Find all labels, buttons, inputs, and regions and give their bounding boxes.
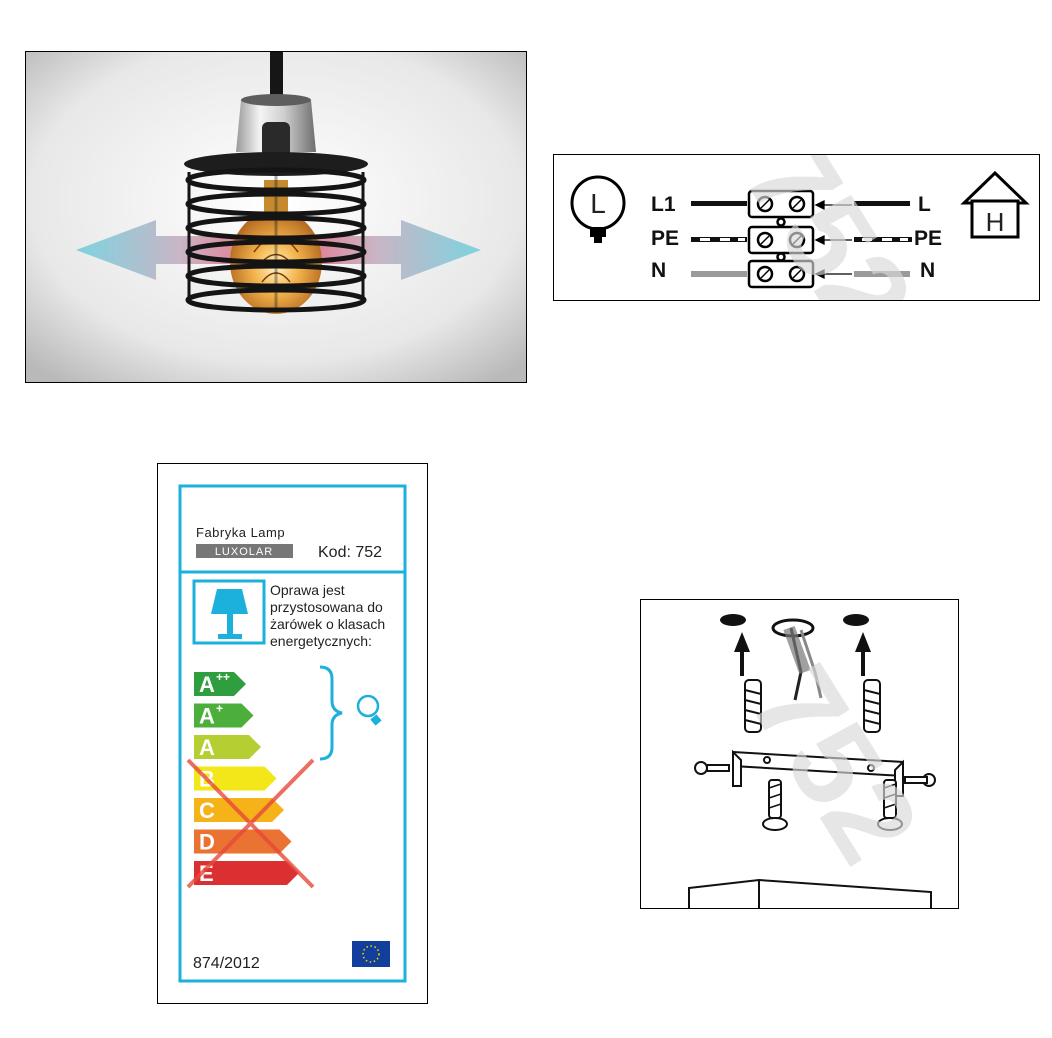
insert-arrow-icon xyxy=(734,632,871,676)
lamp-canopy-base xyxy=(688,878,932,908)
mounting-diagram: 752 xyxy=(640,599,959,909)
brand-name: LUXOLAR xyxy=(215,546,273,558)
wire-label-l-right: L xyxy=(918,193,931,216)
energy-class-6: D xyxy=(194,829,292,855)
energy-class-1: A++ xyxy=(194,670,246,697)
label-frame xyxy=(178,484,407,983)
airflow-right-arrow-icon xyxy=(291,220,481,280)
brand-badge xyxy=(196,544,293,558)
energy-class-letter: A xyxy=(199,704,215,729)
regulation-number: 874/2012 xyxy=(193,955,260,972)
energy-class-arrow xyxy=(194,861,299,885)
energy-class-scale: A++A+ABCDE xyxy=(194,670,299,886)
energy-class-letter: A xyxy=(199,735,215,760)
wire-label-l1: L1 xyxy=(651,193,676,216)
wire-label-n-right: N xyxy=(920,259,935,282)
energy-class-arrow xyxy=(194,829,292,854)
product-photo xyxy=(25,51,527,383)
eu-flag-icon xyxy=(352,941,390,967)
mounting-screw xyxy=(762,779,903,831)
wiring-diagram: L L1 PE N xyxy=(553,154,1040,301)
energy-class-3: A xyxy=(194,735,261,760)
lamp-terminal-icon: L xyxy=(570,175,626,243)
energy-class-arrow xyxy=(194,703,254,728)
energy-class-7: E xyxy=(194,861,299,886)
house-supply-icon xyxy=(960,170,1030,239)
pendant-lamp-illustration xyxy=(26,52,526,382)
energy-class-2: A+ xyxy=(194,702,254,729)
airflow-left-arrow-icon xyxy=(76,220,266,280)
wire-label-n-left: N xyxy=(651,259,666,282)
ceiling-hole-left xyxy=(720,614,746,626)
energy-class-letter: C xyxy=(199,798,215,823)
energy-class-superscript: + xyxy=(216,702,223,716)
light-bulb-icon xyxy=(356,694,382,726)
description-line-3: żarówek o klasach xyxy=(270,616,385,632)
table-lamp-icon xyxy=(192,579,266,645)
energy-class-superscript: ++ xyxy=(216,670,230,684)
wire-label-pe-left: PE xyxy=(651,227,679,250)
energy-label: Fabryka Lamp LUXOLAR Kod: 752 Oprawa jes… xyxy=(157,463,428,1004)
wire-label-pe-right: PE xyxy=(914,227,942,250)
earth-wire-left xyxy=(691,237,747,242)
description-line-4: energetycznych: xyxy=(270,633,372,649)
svg-text:L: L xyxy=(590,188,606,219)
side-screw xyxy=(694,761,936,787)
maker-name: Fabryka Lamp xyxy=(196,525,285,540)
allowed-classes-brace xyxy=(319,665,343,761)
energy-class-arrow xyxy=(194,735,261,759)
power-cord xyxy=(270,52,283,100)
disallowed-classes-cross xyxy=(186,758,315,889)
ceiling-hole-right xyxy=(843,614,869,626)
description-line-2: przystosowana do xyxy=(270,599,383,615)
energy-class-letter: D xyxy=(199,830,215,855)
description-line-1: Oprawa jest xyxy=(270,582,345,598)
earth-wire-right xyxy=(854,237,912,242)
energy-class-letter: A xyxy=(199,672,215,697)
svg-text:H: H xyxy=(986,207,1005,237)
product-code: Kod: 752 xyxy=(318,544,382,561)
energy-class-arrow xyxy=(194,672,246,696)
